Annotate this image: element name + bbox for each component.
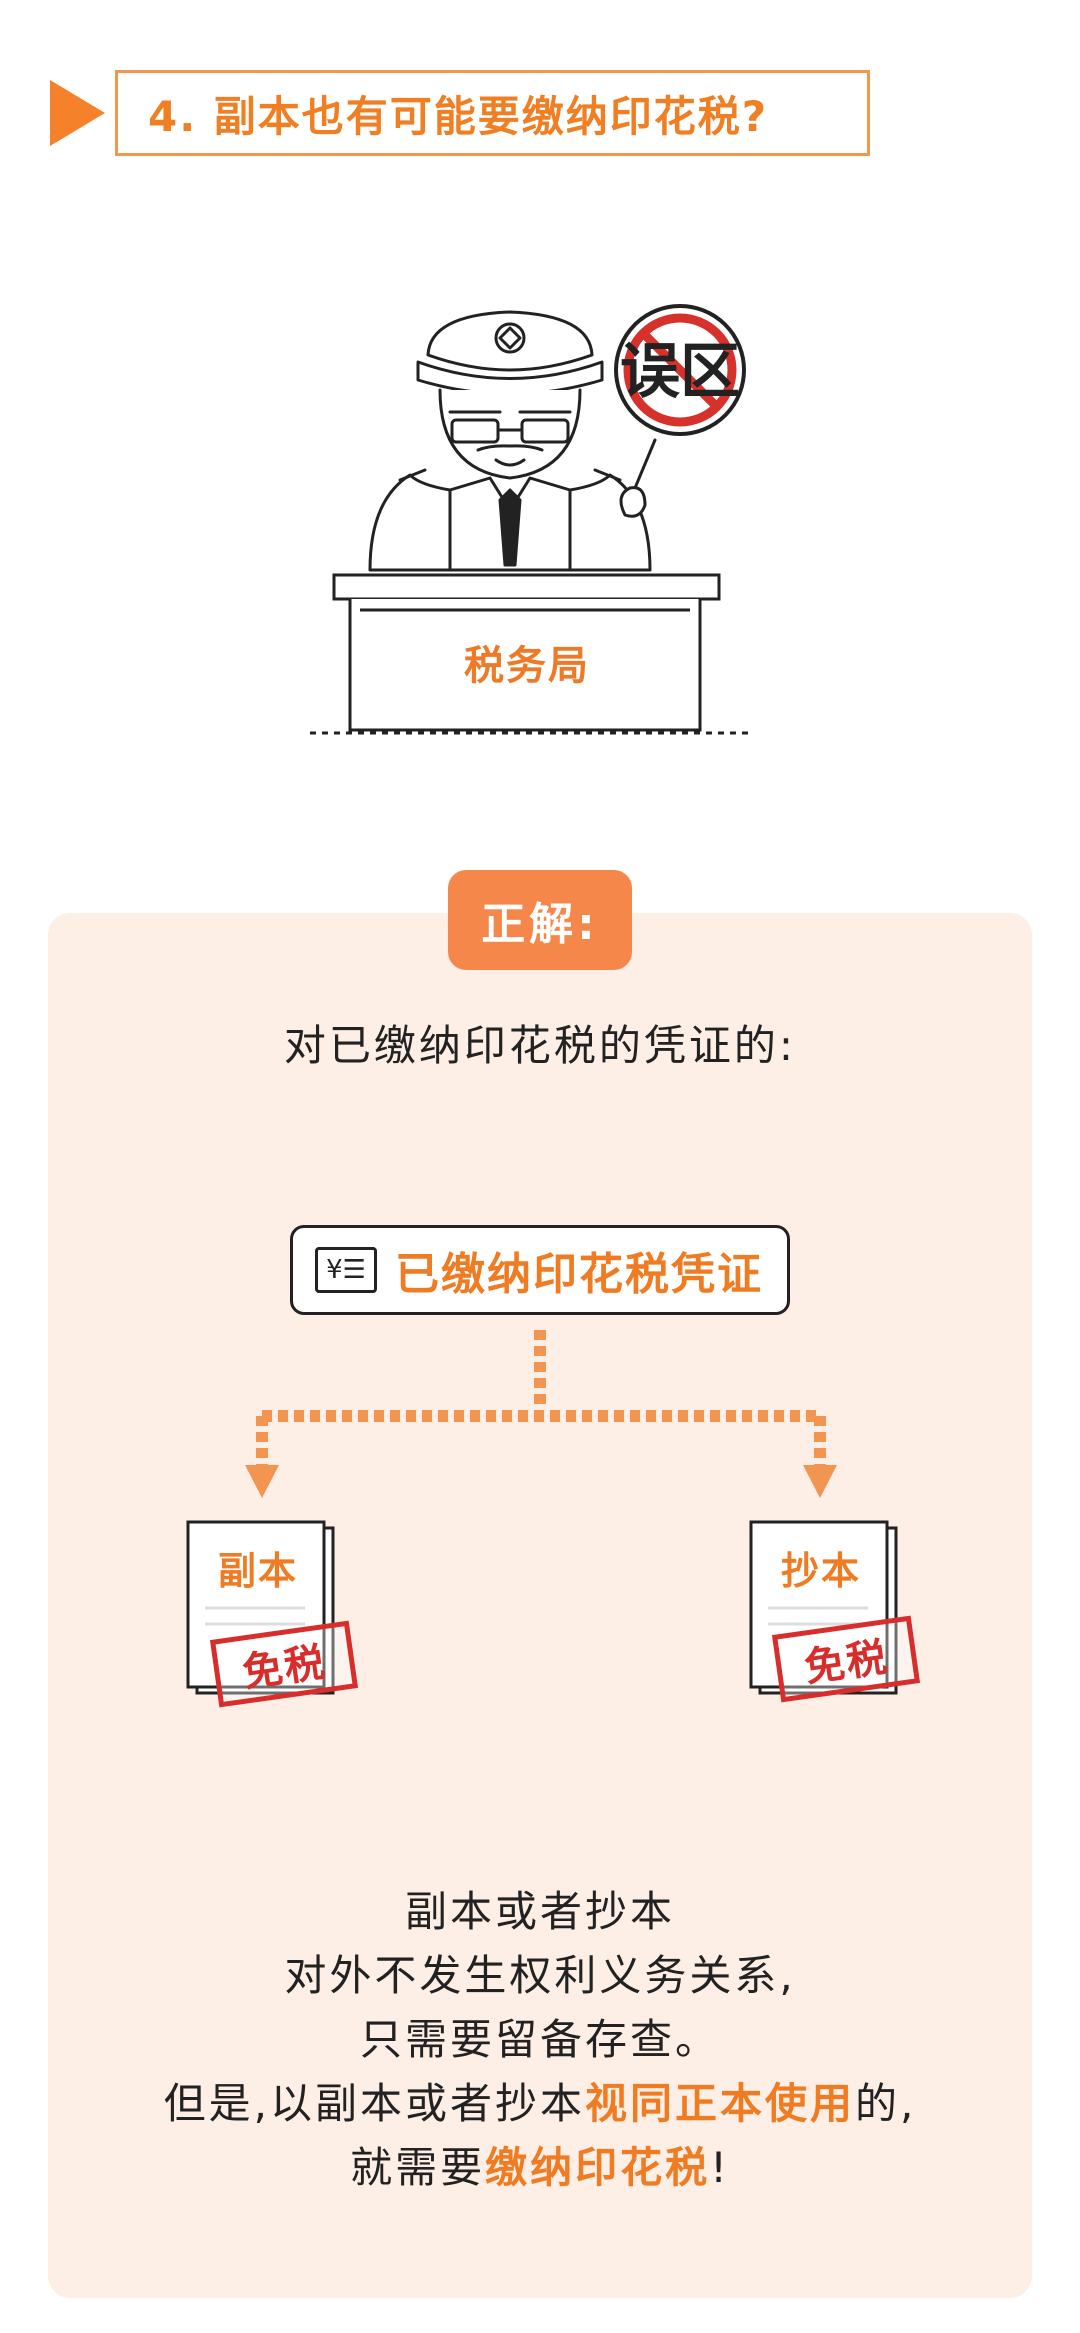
desk-label: 税务局: [464, 643, 590, 689]
conclusion-line-4-pre: 但是,以副本或者抄本: [163, 2079, 585, 2128]
intro-text: 对已缴纳印花税的凭证的:: [283, 1021, 797, 1070]
conclusion-line-4-post: 的,: [855, 2079, 917, 2128]
conclusion-line-2: 对外不发生权利义务关系,: [284, 1951, 796, 2000]
stamp-text: 免税: [239, 1639, 330, 1697]
conclusion-line-3: 只需要留备存查。: [359, 2015, 720, 2064]
sign-text: 误区: [620, 337, 740, 407]
arrow-left-icon: [245, 1465, 279, 1498]
answer-badge: 正解:: [448, 870, 632, 970]
document-transcript-icon: [749, 1520, 898, 1695]
conclusion-line-4-highlight: 视同正本使用: [584, 2079, 855, 2128]
conclusion-line-5-highlight: 缴纳印花税: [485, 2143, 711, 2192]
conclusion-text: 副本或者抄本 对外不发生权利义务关系, 只需要留备存查。 但是,以副本或者抄本视…: [48, 1880, 1032, 2200]
receipt-icon: ¥☰: [315, 1247, 377, 1293]
conclusion-line-4: 但是,以副本或者抄本视同正本使用的,: [48, 2072, 1032, 2136]
tax-officer-illustration: 误区: [310, 304, 750, 735]
certificate-box: ¥☰ 已缴纳印花税凭证: [290, 1225, 790, 1315]
conclusion-line-5: 就需要缴纳印花税!: [48, 2136, 1032, 2200]
arrow-right-icon: [803, 1465, 837, 1498]
answer-badge-text: 正解:: [481, 899, 599, 950]
conclusion-line-5-pre: 就需要: [350, 2143, 486, 2192]
page-title: 4. 副本也有可能要缴纳印花税?: [148, 91, 769, 141]
stamp-text: 免税: [801, 1634, 892, 1692]
document-copy-icon: [186, 1520, 335, 1695]
transcript-title: 抄本: [780, 1549, 861, 1593]
conclusion-line-1: 副本或者抄本: [404, 1887, 675, 1936]
copy-title: 副本: [217, 1549, 298, 1593]
header-title-box: 4. 副本也有可能要缴纳印花税?: [115, 70, 870, 156]
conclusion-line-5-post: !: [710, 2143, 730, 2192]
certificate-label: 已缴纳印花税凭证: [395, 1249, 763, 1300]
header-arrow-icon: [50, 80, 105, 146]
flow-arrows-diagram: [245, 1330, 837, 1498]
